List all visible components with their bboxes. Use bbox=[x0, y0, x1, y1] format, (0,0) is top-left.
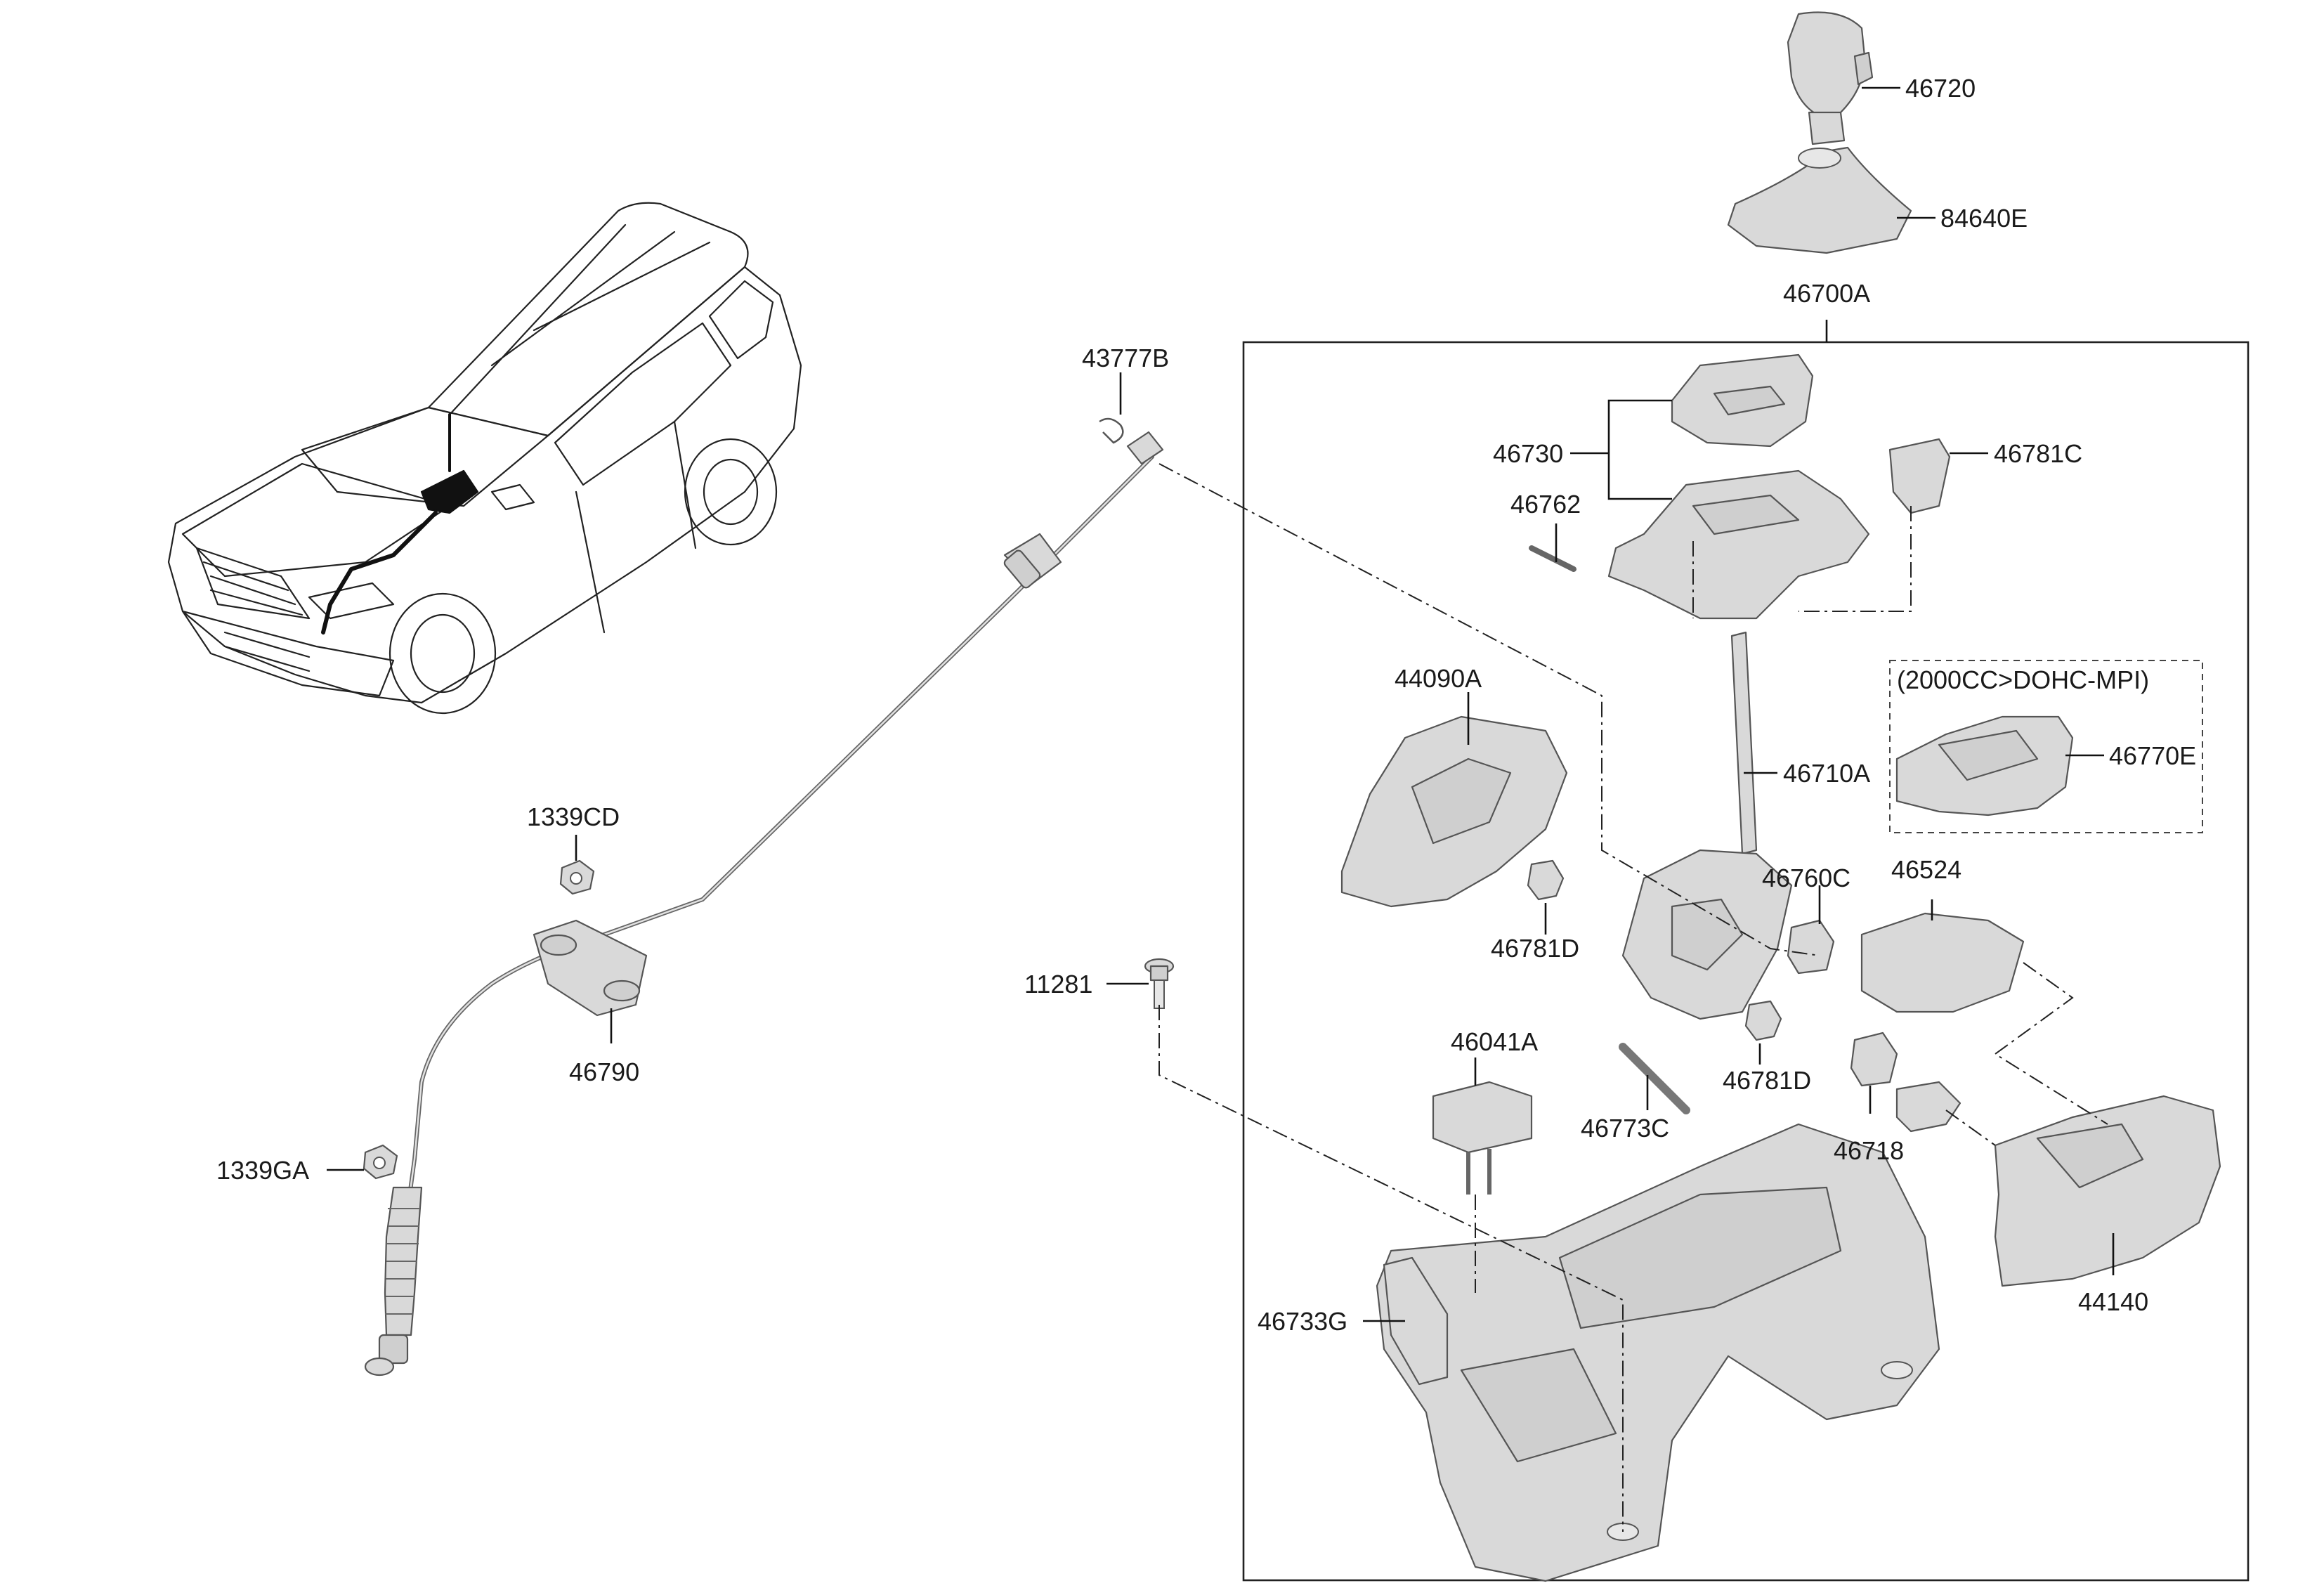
assembly-46700A-box bbox=[1242, 341, 2250, 1582]
upper-cover-parts bbox=[1529, 353, 1951, 620]
label-46730: 46730 bbox=[1493, 439, 1563, 468]
label-46770E: 46770E bbox=[2109, 741, 2196, 770]
label-46781D-upper: 46781D bbox=[1491, 934, 1579, 963]
label-84640E: 84640E bbox=[1940, 204, 2028, 233]
label-46762: 46762 bbox=[1510, 490, 1581, 519]
label-46710A: 46710A bbox=[1783, 759, 1870, 788]
label-46700A: 46700A bbox=[1783, 279, 1870, 308]
module-46524 bbox=[1860, 912, 2025, 1013]
label-44090A: 44090A bbox=[1395, 664, 1482, 693]
label-46041A: 46041A bbox=[1451, 1027, 1538, 1056]
reference-dash-lines bbox=[1158, 463, 2108, 1532]
label-44140: 44140 bbox=[2078, 1287, 2148, 1316]
label-1339GA: 1339GA bbox=[216, 1156, 309, 1185]
label-43777B: 43777B bbox=[1082, 344, 1169, 372]
label-46524: 46524 bbox=[1891, 855, 1961, 884]
shift-knob-and-boot bbox=[1727, 11, 1912, 254]
vehicle-locator-illustration bbox=[167, 202, 802, 715]
label-46720: 46720 bbox=[1905, 74, 1976, 103]
label-46760C: 46760C bbox=[1762, 864, 1850, 892]
variant-box bbox=[1889, 660, 2203, 833]
label-46781C: 46781C bbox=[1994, 439, 2082, 468]
label-46733G: 46733G bbox=[1258, 1307, 1347, 1336]
variant-note: (2000CC>DOHC-MPI) bbox=[1897, 665, 2149, 694]
label-1339CD: 1339CD bbox=[527, 802, 620, 831]
label-46773C: 46773C bbox=[1581, 1114, 1669, 1143]
shift-lever-46710A bbox=[1621, 631, 1793, 1020]
shift-cable-assembly bbox=[363, 417, 1175, 1377]
leader-lines bbox=[327, 86, 2115, 1322]
base-bracket-46733G bbox=[1376, 1123, 1940, 1582]
label-46781D-lower: 46781D bbox=[1723, 1066, 1811, 1095]
bracket-44140 bbox=[1994, 1095, 2221, 1287]
label-46790: 46790 bbox=[569, 1057, 639, 1086]
part-number-labels: 46720 84640E 46700A 43777B 46730 46781C … bbox=[216, 74, 2196, 1336]
label-11281: 11281 bbox=[1024, 970, 1092, 998]
label-46718: 46718 bbox=[1834, 1136, 1904, 1165]
